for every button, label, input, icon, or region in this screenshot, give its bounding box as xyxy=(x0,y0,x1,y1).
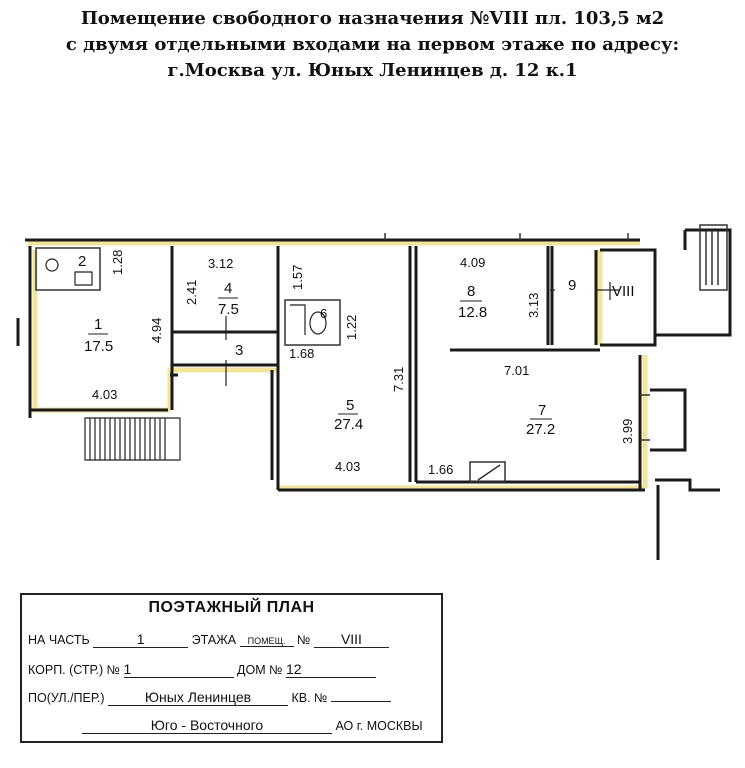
stamp-premises-label: ПОМЕЩ. xyxy=(239,636,294,647)
stamp-no-label: № xyxy=(297,633,311,647)
room-1-height: 4.94 xyxy=(149,318,164,343)
partition-lines xyxy=(35,224,728,483)
sanitary-fixtures xyxy=(45,258,327,335)
room-5-height: 7.31 xyxy=(391,367,406,392)
stamp-floor-value: 1 xyxy=(93,631,189,648)
stamp-row-corp: КОРП. (СТР.) № 1 ДОМ № 12 xyxy=(28,661,376,678)
door-marks xyxy=(225,282,620,386)
header-line-1: Помещение свободного назначения №VIII пл… xyxy=(80,8,665,29)
room-8-area: 12.8 xyxy=(458,304,487,321)
room-7-number: 7 xyxy=(538,402,546,419)
stamp-corp-value: 1 xyxy=(123,661,234,678)
room-7-area: 27.2 xyxy=(526,421,555,438)
room-6-height: 1.22 xyxy=(344,315,359,340)
room-5-top-dim: 1.57 xyxy=(290,265,305,290)
room-4-number: 4 xyxy=(224,280,232,297)
stamp-city-label: АО г. МОСКВЫ xyxy=(335,719,423,733)
room-4-area: 7.5 xyxy=(218,301,239,318)
stamp-apt-label: КВ. № xyxy=(291,691,328,705)
room-7-height: 3.99 xyxy=(620,419,635,444)
room-9-number: 9 xyxy=(568,277,576,294)
stamp-row-district: Юго - Восточного АО г. МОСКВЫ xyxy=(82,717,423,734)
stamp-row-floor: НА ЧАСТЬ 1 ЭТАЖА ПОМЕЩ. № VIII xyxy=(28,631,389,648)
header-line-2: с двумя отдельными входами на первом эта… xyxy=(65,34,680,55)
staircase xyxy=(84,417,181,461)
header-line-3: г.Москва ул. Юных Ленинцев д. 12 к.1 xyxy=(167,60,578,81)
stamp-row-street: ПО(УЛ./ПЕР.) Юных Ленинцев КВ. № xyxy=(28,689,391,706)
room-2-number: 2 xyxy=(78,253,86,270)
room-7-width: 7.01 xyxy=(504,363,529,378)
floor-plan-stamp: ПОЭТАЖНЫЙ ПЛАН НА ЧАСТЬ 1 ЭТАЖА ПОМЕЩ. №… xyxy=(20,593,443,743)
room-1-number: 1 xyxy=(94,316,102,333)
unit-label: VIII xyxy=(612,283,635,300)
stamp-floor-label: ЭТАЖА xyxy=(191,633,237,647)
floor-plan: 2 1.28 1 17.5 4.94 4.03 3.12 2.41 4 7.5 … xyxy=(16,224,732,560)
room-8-height: 3.13 xyxy=(526,293,541,318)
plan-header: Помещение свободного назначения №VIII пл… xyxy=(0,6,745,84)
stamp-title: ПОЭТАЖНЫЙ ПЛАН xyxy=(148,599,315,616)
stamp-street-label: ПО(УЛ./ПЕР.) xyxy=(28,691,105,705)
stamp-house-value: 12 xyxy=(285,661,376,678)
stamp-house-label: ДОМ № xyxy=(237,663,283,677)
room-5-number: 5 xyxy=(346,397,354,414)
room-4-height: 2.41 xyxy=(184,280,199,305)
stamp-district-value: Юго - Восточного xyxy=(82,717,332,734)
room-7-small-dim: 1.66 xyxy=(428,462,453,477)
room-8-number: 8 xyxy=(467,283,475,300)
stamp-street-value: Юных Ленинцев xyxy=(107,689,288,706)
room-5-width: 4.03 xyxy=(335,459,360,474)
room-3-number: 3 xyxy=(235,342,243,359)
stamp-part-label: НА ЧАСТЬ xyxy=(28,633,90,647)
stamp-apt-value xyxy=(330,701,391,702)
room-6-width: 1.68 xyxy=(289,346,314,361)
stamp-corp-label: КОРП. (СТР.) № xyxy=(28,663,121,677)
room-5-area: 27.4 xyxy=(334,416,363,433)
room-2-dim: 1.28 xyxy=(110,250,125,275)
room-1-area: 17.5 xyxy=(84,338,113,355)
walls xyxy=(16,228,732,560)
room-4-width: 3.12 xyxy=(208,256,233,271)
stamp-unit-value: VIII xyxy=(313,631,389,648)
room-8-width: 4.09 xyxy=(460,255,485,270)
room-1-width: 4.03 xyxy=(92,387,117,402)
room-6-number: 6 xyxy=(320,306,327,321)
